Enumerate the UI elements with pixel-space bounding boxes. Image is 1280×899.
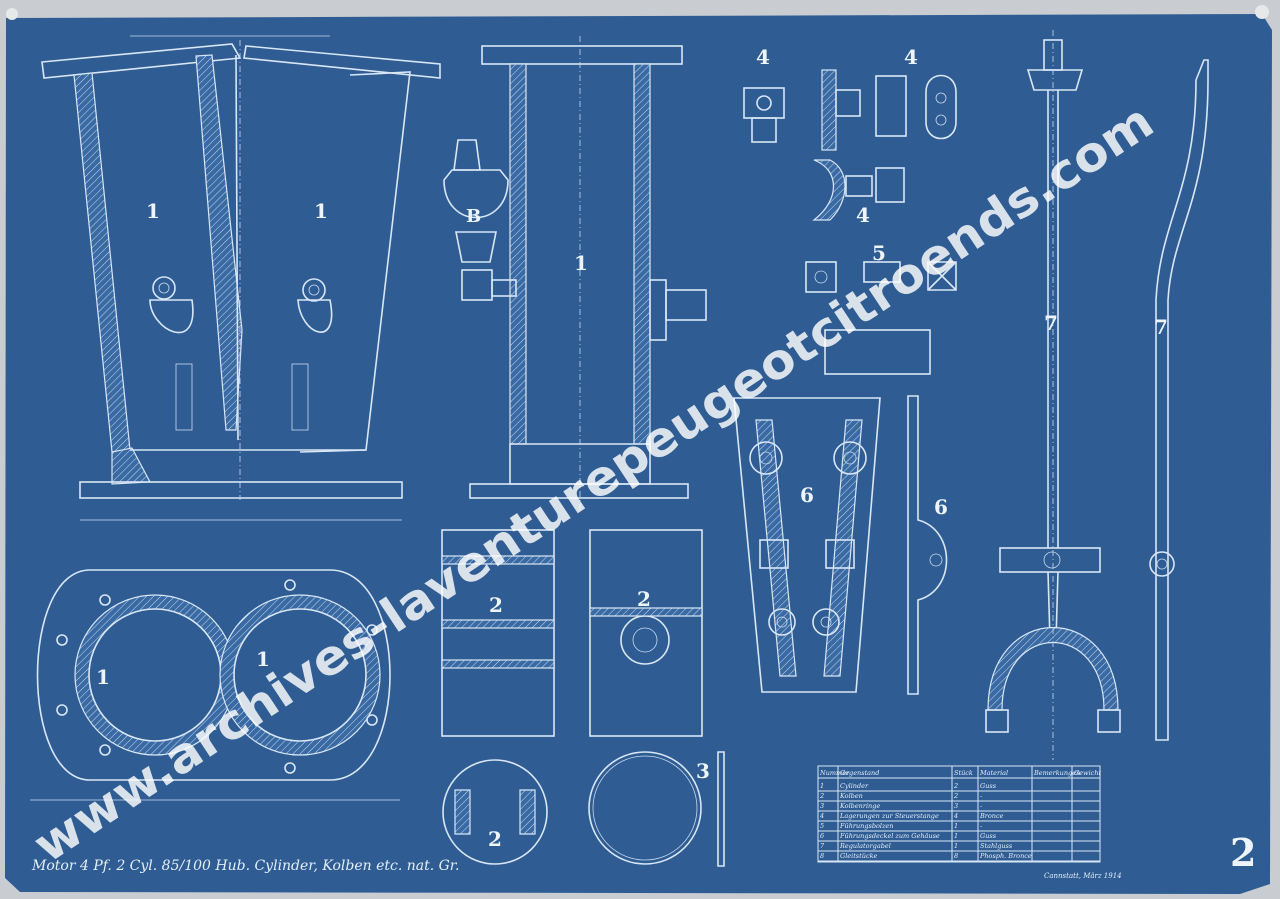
label-part-5: 5 xyxy=(872,241,886,265)
table-header-cell: Gewicht xyxy=(1074,769,1102,777)
table-cell: Kolbenringe xyxy=(839,802,880,810)
drawing-signature: Cannstatt, März 1914 xyxy=(1044,872,1122,880)
label-part-6-b: 6 xyxy=(934,495,948,519)
table-cell: 5 xyxy=(820,822,824,830)
drawing-title: Motor 4 Pf. 2 Cyl. 85/100 Hub. Cylinder,… xyxy=(31,858,459,874)
table-cell: 1 xyxy=(954,822,958,830)
label-part-1-e: 1 xyxy=(256,647,270,671)
table-cell: Gleitstücke xyxy=(840,852,878,860)
table-cell: 4 xyxy=(819,812,824,820)
table-cell: Lagerungen zur Steuerstange xyxy=(839,812,939,820)
table-cell: - xyxy=(980,802,982,810)
table-cell: Guss xyxy=(980,782,997,790)
table-header-cell: Stück xyxy=(954,769,973,777)
label-part-1-a: 1 xyxy=(146,199,160,223)
label-part-1-d: 1 xyxy=(96,665,110,689)
table-cell: Führungsbolzen xyxy=(839,822,893,830)
sheet-number: 2 xyxy=(1230,830,1256,875)
table-cell: Guss xyxy=(980,832,997,840)
table-cell: Kolben xyxy=(839,792,863,800)
table-cell: 1 xyxy=(954,842,958,850)
table-cell: 1 xyxy=(954,832,958,840)
table-cell: Führungsdeckel zum Gehäuse xyxy=(839,832,940,840)
bearing-details xyxy=(743,69,957,375)
table-header-cell: Material xyxy=(979,769,1008,777)
governor-fork-7 xyxy=(985,30,1209,760)
table-cell: Regulatorgabel xyxy=(839,842,891,850)
label-part-2-c: 2 xyxy=(488,827,502,851)
table-cell: 8 xyxy=(820,852,824,860)
label-part-3: 3 xyxy=(696,759,710,783)
label-part-7-b: 7 xyxy=(1154,315,1168,339)
table-cell: 6 xyxy=(820,832,824,840)
table-cell: Bronce xyxy=(979,812,1004,820)
table-header-cell: Bemerkungen xyxy=(1033,769,1080,777)
guide-cover-6 xyxy=(733,395,948,695)
pin-top-left xyxy=(6,8,18,20)
pin-top-right xyxy=(1255,5,1269,19)
table-cell: 8 xyxy=(954,852,958,860)
table-cell: Stahlguss xyxy=(980,842,1013,850)
table-cell: 2 xyxy=(953,792,958,800)
part-number-labels: 1 1 1 1 1 B 2 2 2 3 4 4 4 5 6 6 7 7 xyxy=(96,45,1168,851)
cylinder-flange-plan xyxy=(30,569,400,801)
label-part-2-b: 2 xyxy=(637,587,651,611)
label-part-6-a: 6 xyxy=(800,483,814,507)
table-cell: 2 xyxy=(953,782,958,790)
table-cell: Phosph. Bronce xyxy=(979,852,1032,860)
table-cell: Cylinder xyxy=(840,782,869,790)
table-cell: - xyxy=(980,822,982,830)
table-cell: 3 xyxy=(820,802,824,810)
label-part-4-a: 4 xyxy=(756,45,770,69)
label-part-4-c: 4 xyxy=(856,203,870,227)
label-part-1-b: 1 xyxy=(314,199,328,223)
label-part-7-a: 7 xyxy=(1044,311,1058,335)
table-cell: - xyxy=(980,792,982,800)
table-cell: 4 xyxy=(953,812,958,820)
label-part-2-a: 2 xyxy=(489,593,503,617)
table-cell: 1 xyxy=(820,782,824,790)
piston-views xyxy=(441,529,725,867)
table-cell: 3 xyxy=(954,802,958,810)
label-part-4-b: 4 xyxy=(904,45,918,69)
label-part-1-c: 1 xyxy=(574,251,588,275)
table-cell: 7 xyxy=(820,842,825,850)
table-cell: 2 xyxy=(819,792,824,800)
table-header-cell: Gegenstand xyxy=(840,769,879,777)
cylinder-side-section xyxy=(41,35,441,521)
cylinder-front-section xyxy=(443,36,707,510)
label-lubricator-b: B xyxy=(466,206,481,227)
table-header-cell: Nummer xyxy=(819,769,850,777)
